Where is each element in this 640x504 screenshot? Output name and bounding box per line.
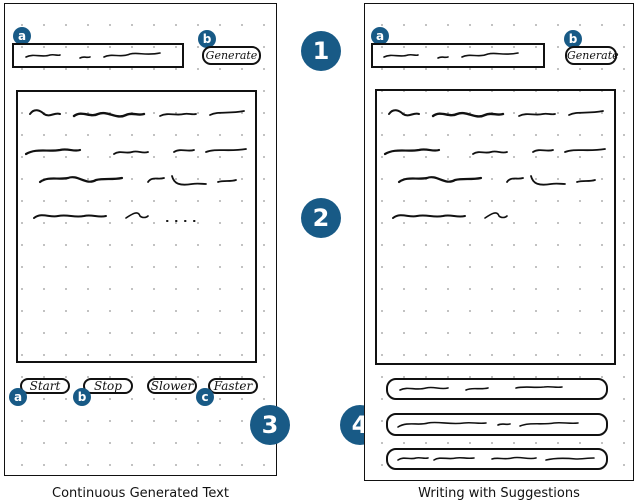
right-prompt-badge: a <box>371 27 389 45</box>
right-written-text-scribble <box>383 109 606 219</box>
suggestion-3-scribble <box>397 456 595 461</box>
suggestion-1[interactable] <box>386 378 608 400</box>
suggestion-1-scribble <box>399 385 563 391</box>
left-caption: Continuous Generated Text <box>52 486 229 501</box>
left-prompt-scribble <box>25 52 161 59</box>
faster-button[interactable]: Faster <box>208 378 258 394</box>
left-phone-frame <box>4 3 277 476</box>
left-generated-text-scribble <box>24 109 247 222</box>
left-prompt-input[interactable] <box>12 43 184 68</box>
step-marker-1: 1 <box>301 31 341 71</box>
right-caption: Writing with Suggestions <box>418 486 580 501</box>
stop-button[interactable]: Stop <box>83 378 133 394</box>
slower-button[interactable]: Slower <box>147 378 197 394</box>
right-phone-frame <box>364 3 634 481</box>
step-marker-3: 3 <box>250 405 290 445</box>
right-generate-button[interactable]: Generate <box>565 46 619 65</box>
left-text-area <box>16 90 257 363</box>
faster-badge: c <box>196 388 214 406</box>
step-marker-2: 2 <box>301 198 341 238</box>
suggestion-2[interactable] <box>386 413 608 436</box>
left-generate-badge: b <box>198 30 216 48</box>
start-badge: a <box>9 388 27 406</box>
right-generate-badge: b <box>564 30 582 48</box>
start-button[interactable]: Start <box>20 378 70 394</box>
left-generate-button[interactable]: Generate <box>202 46 261 65</box>
suggestion-2-scribble <box>397 421 579 428</box>
right-text-area <box>375 89 616 365</box>
left-prompt-badge: a <box>13 27 31 45</box>
stop-badge: b <box>73 388 91 406</box>
right-prompt-input[interactable] <box>371 43 545 68</box>
right-prompt-scribble <box>383 52 519 59</box>
